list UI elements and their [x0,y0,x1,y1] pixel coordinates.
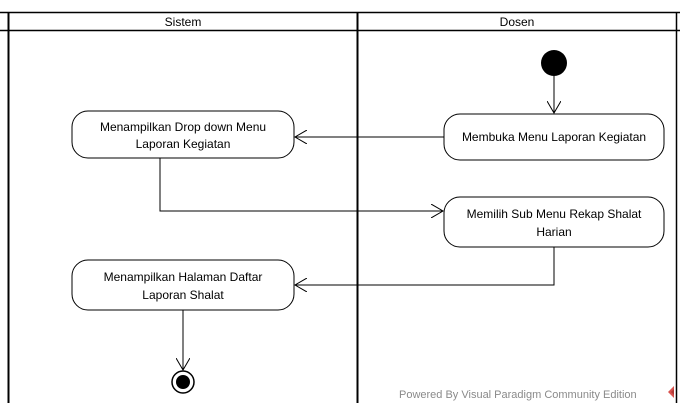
activity-show-list-page-line2: Laporan Shalat [142,288,224,302]
activity-show-dropdown-line2: Laporan Kegiatan [136,137,231,151]
lane-title-sistem: Sistem [165,15,202,29]
activity-open-menu-line1: Membuka Menu Laporan Kegiatan [462,130,646,144]
activity-show-dropdown-menu[interactable]: Menampilkan Drop down Menu Laporan Kegia… [71,110,295,159]
activity-choose-submenu[interactable]: Memilih Sub Menu Rekap Shalat Harian [443,196,665,248]
activity-show-list-page-line1: Menampilkan Halaman Daftar [104,270,263,284]
initial-node [541,50,567,76]
activity-choose-submenu-line1: Memilih Sub Menu Rekap Shalat [467,207,642,221]
watermark-text: Powered By Visual Paradigm Community Edi… [399,389,637,401]
lane-title-dosen: Dosen [500,15,535,29]
activity-choose-submenu-line2: Harian [536,225,571,239]
activity-show-dropdown-line1: Menampilkan Drop down Menu [100,120,266,134]
visual-paradigm-logo-icon [668,386,674,398]
flow-show-dropdown-to-choose-submenu [159,158,443,211]
swimlane-frame [0,11,680,403]
final-node [171,370,195,394]
activity-open-menu[interactable]: Membuka Menu Laporan Kegiatan [443,113,665,161]
activity-show-list-page[interactable]: Menampilkan Halaman Daftar Laporan Shala… [71,259,295,311]
flow-choose-submenu-to-show-list [295,247,555,285]
